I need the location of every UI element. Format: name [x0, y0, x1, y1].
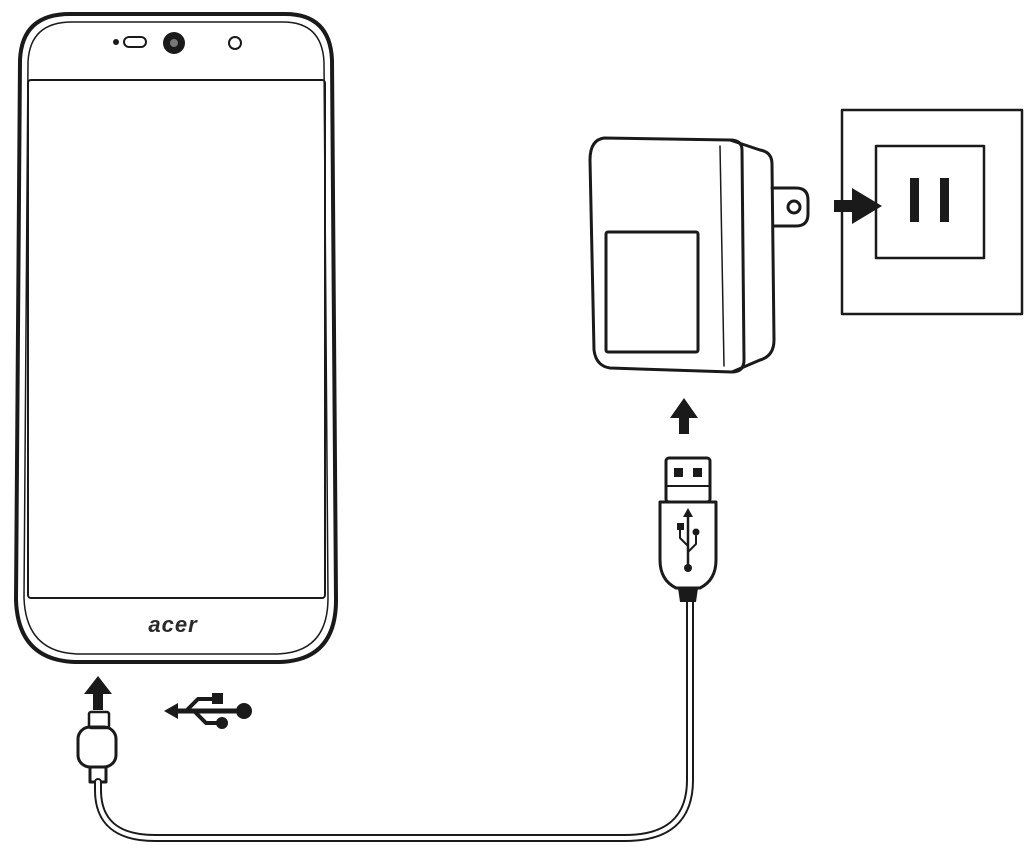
micro-usb-plug-icon	[76, 710, 118, 784]
wall-plate	[840, 108, 1024, 316]
phone-body-outline	[14, 12, 338, 664]
light-sensor-icon	[228, 36, 242, 50]
charger-adapter-icon	[588, 136, 810, 374]
usb-cable	[94, 596, 694, 842]
wall-outlet-icon	[840, 108, 1024, 316]
phone-body-inner-outline	[23, 21, 329, 655]
earpiece-icon	[113, 36, 147, 48]
phone-screen	[27, 79, 326, 599]
usb-icon	[164, 693, 252, 729]
usb-icon	[677, 508, 700, 572]
outlet-slot-right	[940, 178, 949, 222]
outlet-socket	[874, 144, 986, 260]
outlet-slot-left	[910, 178, 919, 222]
usb-a-plug-icon	[658, 456, 718, 602]
brand-logo: acer	[148, 612, 198, 637]
arrow-icon	[670, 398, 698, 434]
smartphone: acer	[14, 12, 338, 664]
arrow-icon	[834, 188, 882, 224]
front-camera-icon	[163, 32, 185, 54]
arrow-icon	[84, 676, 112, 710]
